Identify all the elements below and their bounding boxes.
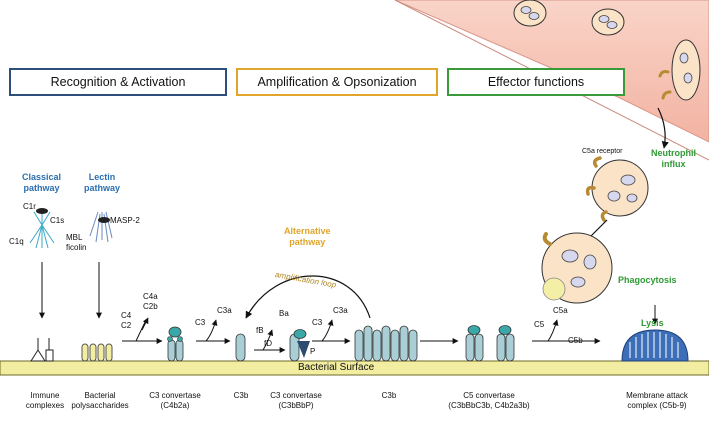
masp2-icon [98,217,110,223]
bacterial-surface-band [0,360,709,376]
c3a-label-2: C3a [333,306,348,315]
phagocytosis-label: Phagocytosis [618,275,677,285]
mbl-ficolin-label: MBL ficolin [66,233,87,252]
c1-complex [29,208,55,249]
c1r-c1s-icon [36,208,48,214]
masp2-label: MASP-2 [110,216,140,225]
bacterial-polysaccharides-label: Bacterial polysaccharides [71,391,129,410]
c3a-release-arrow-2 [321,319,334,342]
bacterial-surface-label: Bacterial Surface [298,362,375,373]
mac-icon [621,329,689,362]
classical-pathway-label: Classical pathway [22,172,62,193]
header-effector: Effector functions [487,75,585,89]
c5b-label: C5b [568,336,583,345]
c1s-label: C1s [50,216,65,225]
immune-complexes-label: Immune complexes [25,391,65,410]
vessel-neutrophil-2 [591,8,625,36]
c4a-c2b-release-arrow [141,317,149,331]
fb-label: fB [256,326,264,335]
c3b-label-2: C3b [381,391,397,400]
mbl-complex [89,211,113,243]
phagocyte-cell [541,232,613,304]
c3a-label-1: C3a [217,306,232,315]
c3b-icon [235,333,246,362]
vessel-neutrophil-1 [513,0,547,27]
header-box-amplification [236,68,438,96]
polysaccharide-icon [81,343,113,362]
c3a-release-arrow-1 [205,319,218,342]
blood-vessel [394,0,709,161]
fd-label: fD [264,339,272,348]
c5a-receptor-label: C5a receptor [582,148,623,155]
immune-complex-icon [30,338,54,362]
neutrophil-influx-label: Neutrophil influx [651,148,696,169]
alternative-pathway-label: Alternative pathway [284,226,331,247]
header-box-recognition [9,68,227,96]
c3-label-1: C3 [195,318,206,327]
header-amplification: Amplification & Opsonization [257,75,417,89]
lectin-pathway-label: Lectin pathway [84,172,121,193]
ba-release-arrow [262,329,274,351]
c3b-cluster-icon [354,325,418,362]
c3-convertase-c3bbbp-label: C3 convertase (C3bBbP) [270,391,322,410]
c1q-label: C1q [9,237,24,246]
c4-c2-label: C4 C2 [121,311,132,330]
c4b2a-convertase-icon [167,326,184,362]
c5-convertase-icon [465,325,515,362]
properdin-label: P [310,347,316,356]
vessel-to-influx-arrow [657,107,669,149]
c5a-release-arrow [547,319,559,342]
header-recognition: Recognition & Activation [50,75,186,89]
neutrophil-receptor-cell [585,156,649,222]
c3bbbp-convertase-icon [289,329,310,362]
c3-label-2: C3 [312,318,323,327]
lysis-label: Lysis [641,318,664,328]
header-box-effector [447,68,625,96]
mac-label: Membrane attack complex (C5b-9) [626,391,688,410]
c5-label: C5 [534,320,545,329]
c4a-c2b-label: C4a C2b [143,292,158,311]
c3b-label-1: C3b [233,391,249,400]
c3-convertase-c4b2a-label: C3 convertase (C4b2a) [149,391,201,410]
c5a-label: C5a [553,306,568,315]
vessel-neutrophil-3 [658,39,701,101]
amplification-loop-arrow [245,275,371,319]
ba-label: Ba [279,309,289,318]
c1r-label: C1r [23,202,36,211]
c5-convertase-label: C5 convertase (C3bBbC3b, C4b2a3b) [448,391,530,410]
